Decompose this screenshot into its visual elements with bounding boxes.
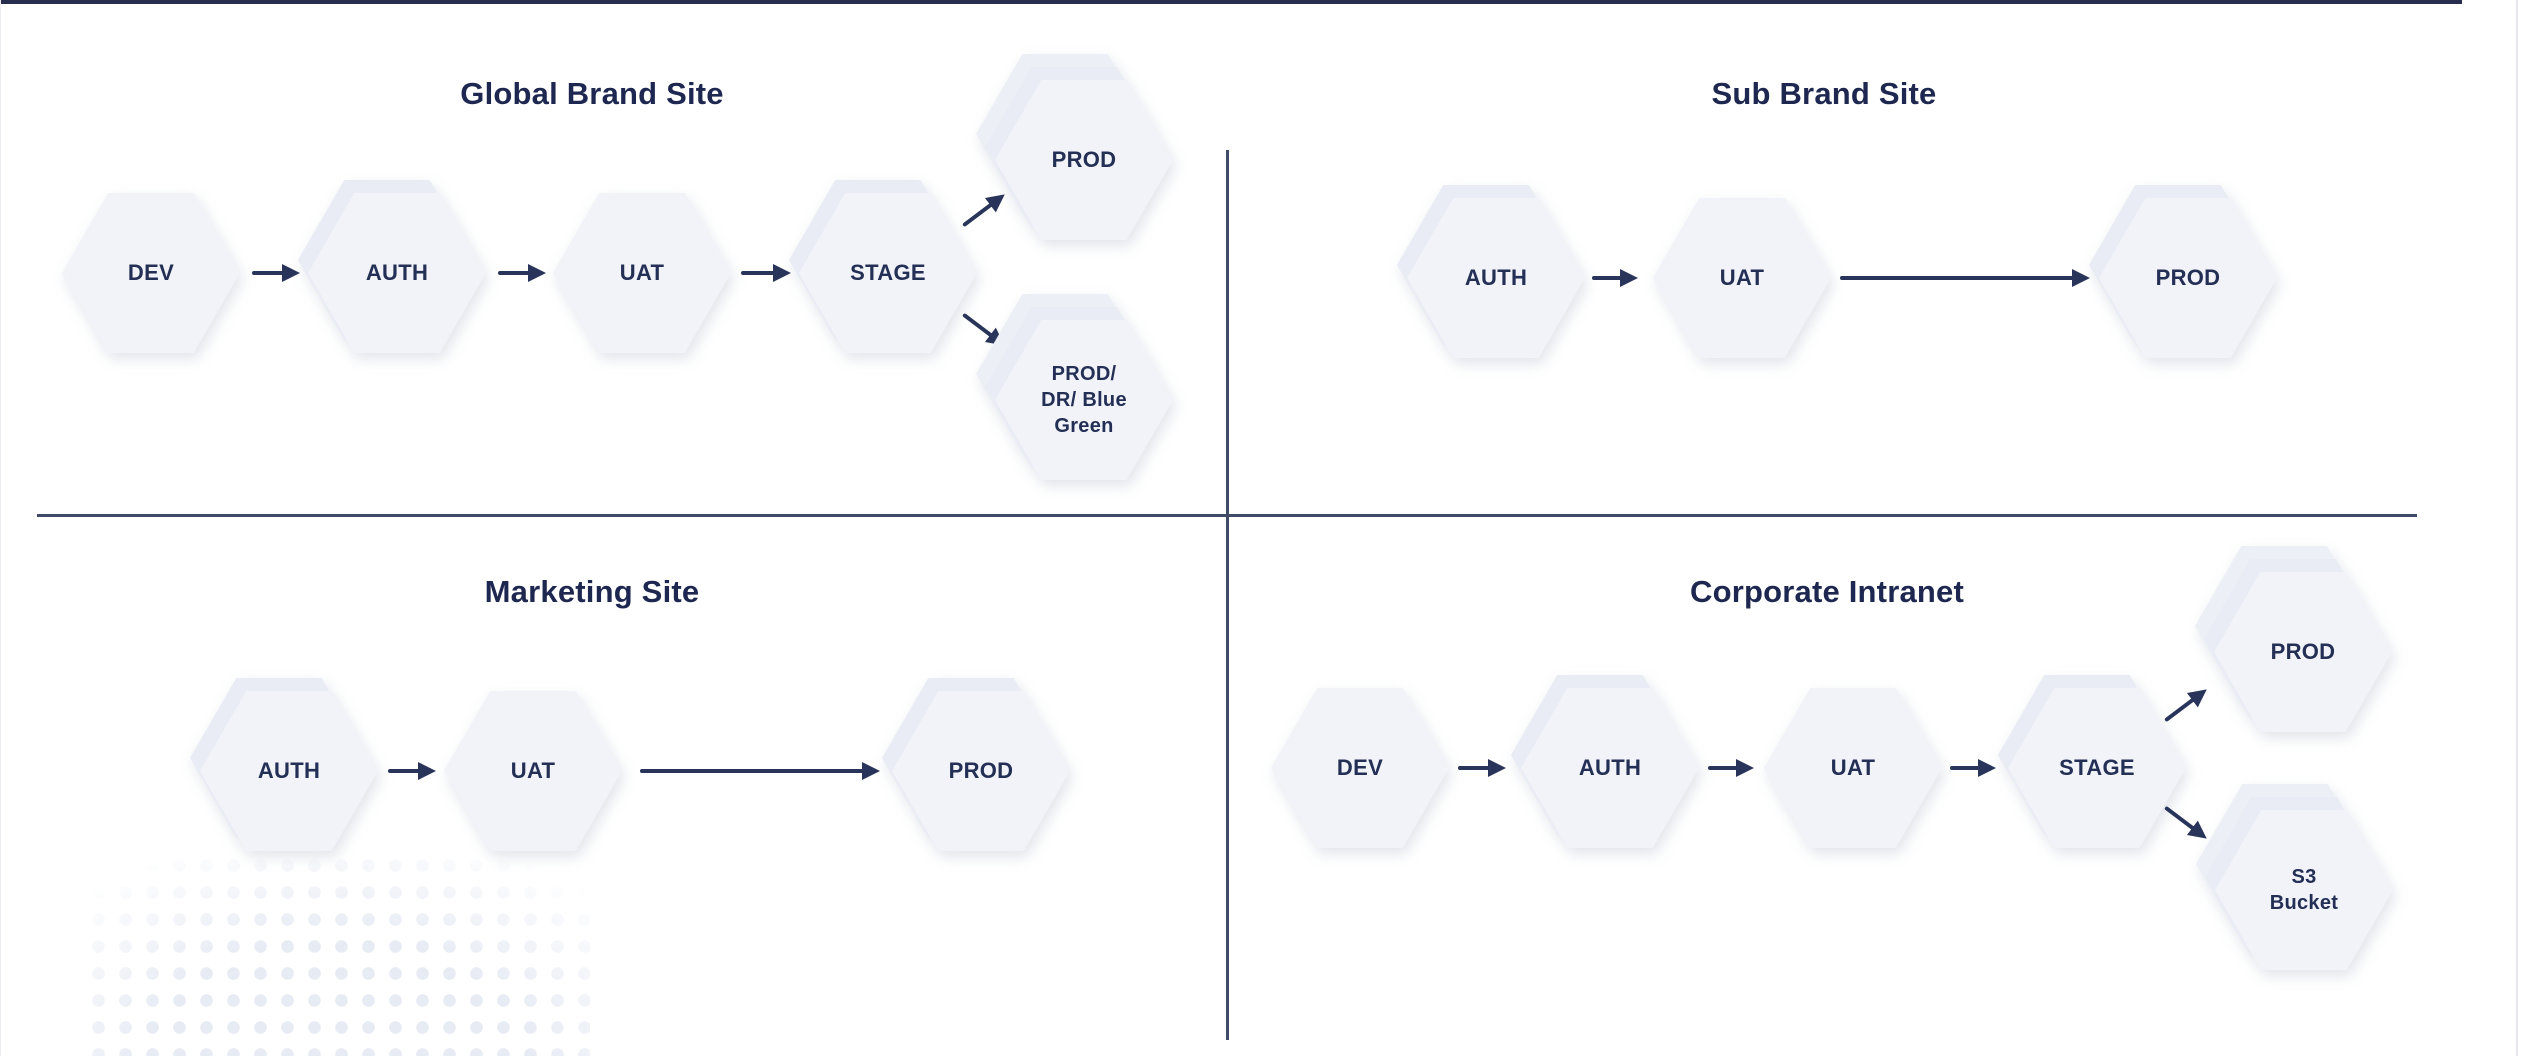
hex-node-uat: UAT xyxy=(444,691,622,851)
hex-node-prod: PROD xyxy=(2089,185,2277,358)
quadrant-title-marketing-site: Marketing Site xyxy=(484,574,700,609)
hex-node-s3-bucket: S3 Bucket xyxy=(2196,784,2393,970)
right-border-line xyxy=(2516,0,2518,1056)
hex-label: STAGE xyxy=(850,259,926,285)
hex-label: STAGE xyxy=(2059,754,2135,780)
hex-label: S3 Bucket xyxy=(2269,866,2339,914)
hex-label: PROD xyxy=(948,757,1014,783)
quadrant-title-corporate-intranet: Corporate Intranet xyxy=(1689,574,1965,609)
hex-label: AUTH xyxy=(365,259,429,285)
hex-label: UAT xyxy=(510,757,556,783)
divider-vertical xyxy=(1226,150,1229,1040)
hex-label: UAT xyxy=(1830,754,1876,780)
hex-node-uat: UAT xyxy=(1653,198,1831,358)
hex-node-prod: PROD xyxy=(882,678,1070,851)
hex-label: DEV xyxy=(127,259,175,285)
hex-node-dev: DEV xyxy=(1271,688,1449,848)
hex-node-auth: AUTH xyxy=(298,180,486,353)
hex-label: AUTH xyxy=(257,757,321,783)
hex-node-auth: AUTH xyxy=(1511,675,1699,848)
hex-node-uat: UAT xyxy=(553,193,731,353)
hex-label: DEV xyxy=(1336,754,1384,780)
hex-label: PROD xyxy=(2155,264,2221,290)
hex-node-prod: PROD xyxy=(2195,546,2392,732)
quadrant-title-global-brand-site: Global Brand Site xyxy=(460,76,724,111)
hex-node-stage: STAGE xyxy=(789,180,977,353)
hex-label: PROD xyxy=(1051,146,1117,172)
quadrant-title-sub-brand-site: Sub Brand Site xyxy=(1711,76,1937,111)
hex-node-prod-dr-blue-green: PROD/ DR/ Blue Green xyxy=(976,294,1173,480)
hex-node-dev: DEV xyxy=(62,193,240,353)
hex-label: UAT xyxy=(619,259,665,285)
left-border-line xyxy=(0,0,1,1056)
hex-node-uat: UAT xyxy=(1764,688,1942,848)
hex-label: AUTH xyxy=(1578,754,1642,780)
decorative-dot-grid xyxy=(85,852,590,1056)
hex-label: PROD/ DR/ Blue Green xyxy=(1041,363,1127,437)
hex-label: AUTH xyxy=(1464,264,1528,290)
hex-node-auth: AUTH xyxy=(1397,185,1585,358)
top-border-bar xyxy=(0,0,2462,4)
hex-node-stage: STAGE xyxy=(1998,675,2186,848)
divider-horizontal xyxy=(37,514,2417,517)
hex-label: PROD xyxy=(2270,638,2336,664)
hex-label: UAT xyxy=(1719,264,1765,290)
hex-node-prod: PROD xyxy=(976,54,1173,240)
hex-node-auth: AUTH xyxy=(190,678,378,851)
